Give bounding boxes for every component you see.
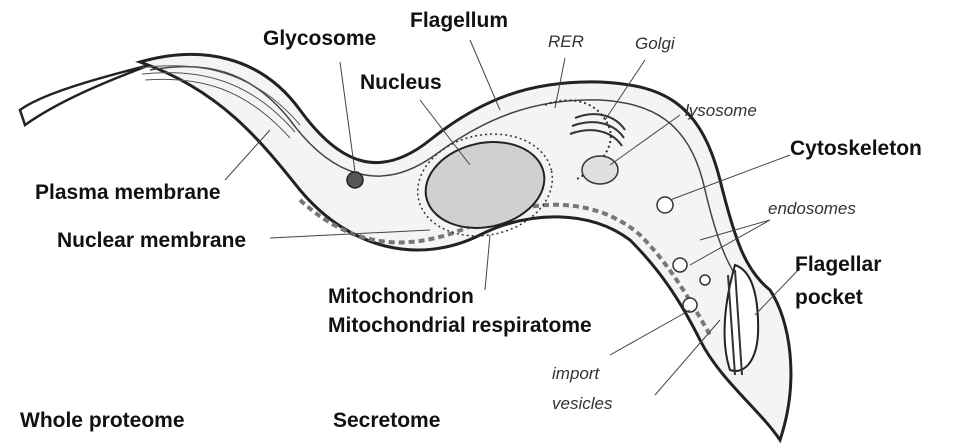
label-golgi: Golgi: [635, 35, 675, 52]
label-whole-proteome: Whole proteome: [20, 410, 185, 431]
label-nucleus: Nucleus: [360, 72, 442, 93]
label-rer: RER: [548, 33, 584, 50]
flagellum-tip: [20, 65, 150, 125]
label-glycosome: Glycosome: [263, 28, 376, 49]
glycosome-shape: [347, 172, 363, 188]
label-flagellar-pocket-1: Flagellar: [795, 254, 881, 275]
label-endosomes: endosomes: [768, 200, 856, 217]
label-mitochondrial-respiratome: Mitochondrial respiratome: [328, 315, 592, 336]
label-plasma-membrane: Plasma membrane: [35, 182, 221, 203]
label-mitochondrion: Mitochondrion: [328, 286, 474, 307]
label-secretome: Secretome: [333, 410, 440, 431]
lysosome-shape: [582, 156, 618, 184]
label-vesicles: vesicles: [552, 395, 612, 412]
label-nuclear-membrane: Nuclear membrane: [57, 230, 246, 251]
label-cytoskeleton: Cytoskeleton: [790, 138, 922, 159]
label-flagellar-pocket-2: pocket: [795, 287, 863, 308]
label-import: import: [552, 365, 599, 382]
label-lysosome: lysosome: [685, 102, 757, 119]
label-flagellum: Flagellum: [410, 10, 508, 31]
